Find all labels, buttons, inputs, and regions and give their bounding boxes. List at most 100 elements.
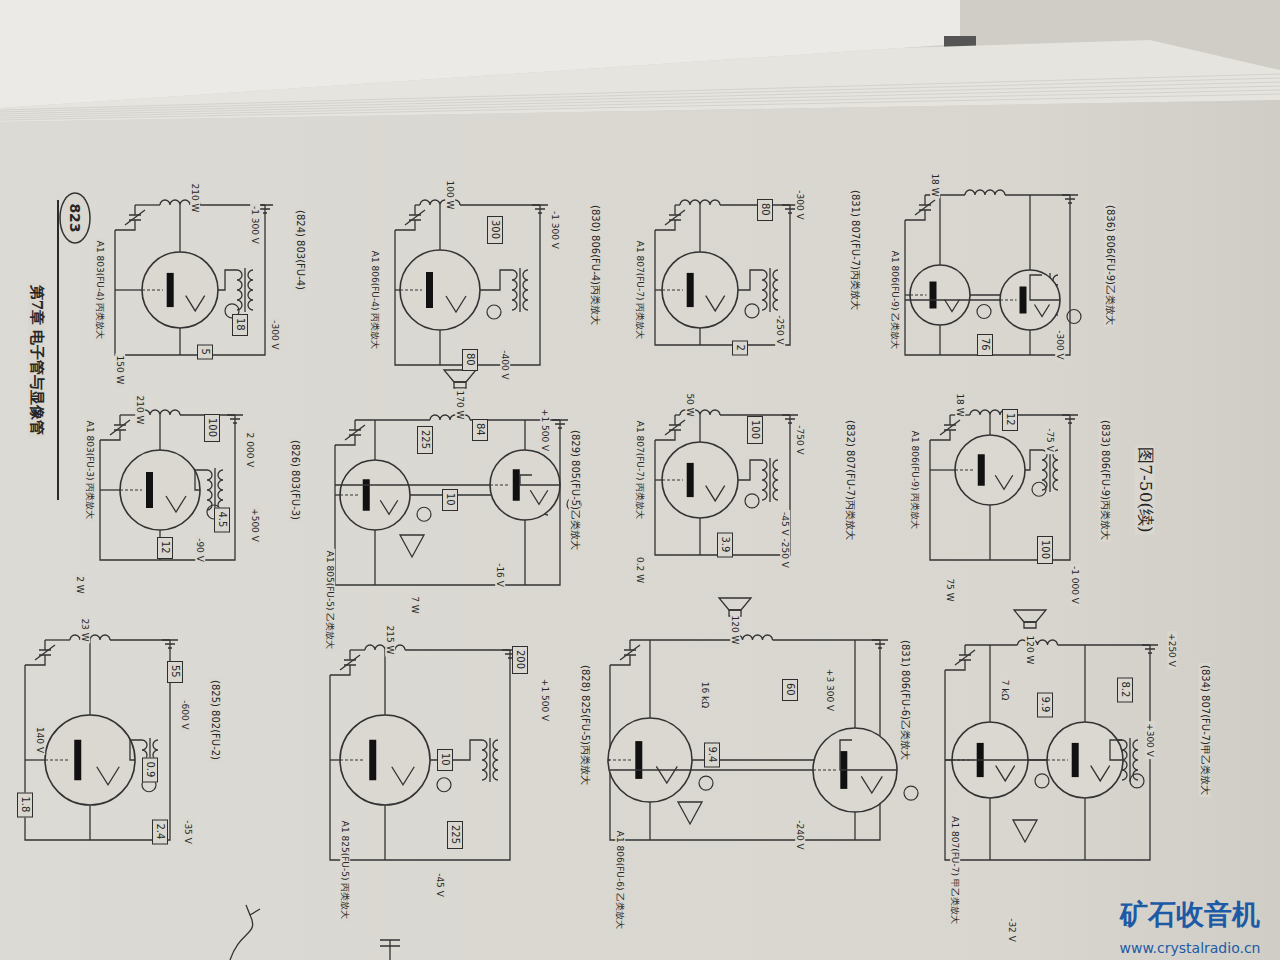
power-label: 0.2 W: [635, 555, 645, 585]
wire: [965, 644, 1018, 645]
figure-caption: 图7-50(续): [1135, 445, 1155, 534]
resistor-value: 18: [235, 318, 247, 331]
driver-triangle: [1013, 820, 1037, 842]
wire: [675, 204, 680, 205]
tube-filament: [706, 296, 725, 311]
meter-symbol: [977, 305, 991, 319]
wire: [1110, 740, 1123, 760]
variable-capacitor: [610, 640, 636, 665]
grid-lead: [330, 759, 340, 760]
cathode-lead: [699, 328, 700, 345]
tube-filament: [656, 766, 677, 783]
resistor-value: 10: [440, 753, 452, 766]
amp-class-label: A1 825(FU-5) 丙类放大: [340, 819, 350, 922]
header-rule: [57, 200, 59, 500]
tube-grid: [662, 290, 683, 291]
meter-symbol: [417, 507, 431, 521]
resistor-value: 9.9: [1040, 697, 1052, 713]
tube-envelope: [1047, 722, 1123, 798]
transformer-coil: [762, 270, 767, 310]
page-number-badge: [60, 193, 90, 243]
page-number: 823: [67, 201, 83, 234]
ground-symbol: [552, 420, 568, 428]
wire: [840, 740, 897, 770]
amp-class-label: A1 807(FU-7) 甲乙类放大: [950, 814, 960, 926]
tube-envelope: [142, 252, 218, 328]
voltage-label: -400 V: [500, 348, 510, 381]
transformer-core: [1129, 738, 1130, 782]
resistor-value-box: 4.5: [214, 508, 230, 533]
circuit-caption: (832) 807(FU-7)丙类放大: [844, 418, 856, 542]
wire: [520, 475, 560, 485]
grid-lead: [930, 469, 955, 470]
wire: [738, 460, 762, 480]
power-label: 18 W: [955, 391, 965, 418]
plate-lead: [1029, 195, 1030, 270]
tube-filament: [995, 475, 1013, 489]
tube-envelope: [400, 250, 480, 330]
tube-envelope: [608, 718, 692, 802]
wire: [335, 420, 560, 585]
resistor-value: 3.9: [720, 537, 732, 553]
voltage-label: -1 300 V: [550, 209, 560, 251]
tube-plate: [1020, 287, 1027, 314]
wire: [130, 740, 142, 760]
tube-filament: [996, 766, 1015, 781]
plate-lead: [649, 640, 650, 718]
tube-envelope: [813, 728, 897, 812]
wire: [405, 649, 510, 650]
variable-capacitor: [335, 420, 361, 445]
amp-class-label: A1 806(FU-6) 乙类放大: [615, 829, 625, 932]
power-label: 100 W: [445, 179, 455, 212]
resistor-value-box: 60: [782, 679, 798, 701]
resistor-value: 55: [170, 665, 182, 678]
watermark: www.crystalradio.cn: [1118, 940, 1263, 956]
transformer-core: [769, 458, 770, 502]
amplifier-circuit: [395, 200, 548, 365]
cathode-lead: [989, 505, 990, 560]
resistance-label: 16 kΩ: [700, 680, 710, 710]
tube-grid: [662, 480, 683, 481]
tube-plate: [687, 463, 694, 497]
meter-symbol: [745, 494, 759, 508]
resistor-value: 8.2: [1120, 682, 1132, 698]
tank-coil: [1018, 640, 1058, 645]
voltage-label: -1 300 V: [250, 204, 260, 246]
tube-plate: [369, 740, 376, 781]
tube-grid: [813, 770, 836, 771]
tank-coil: [680, 200, 720, 205]
voltage-label: -600 V: [180, 698, 190, 731]
plate-lead: [179, 205, 180, 252]
tube-grid: [340, 760, 365, 761]
resistor-value-box: 55: [167, 661, 183, 683]
resistor-value-box: 80: [757, 199, 773, 221]
ground-symbol: [532, 205, 548, 213]
resistor-value-box: 10: [437, 749, 453, 771]
variable-capacitor: [25, 640, 51, 665]
meter-symbol: [1067, 310, 1081, 324]
capacitor-arrow: [665, 210, 685, 225]
wire: [395, 205, 540, 365]
driver-triangle: [678, 802, 702, 824]
plate-lead: [699, 415, 700, 442]
voltage-label: 2 000 V: [245, 431, 255, 470]
tube-filament: [945, 300, 960, 312]
resistor-value: 1.8: [20, 797, 32, 813]
grid-lead: [115, 289, 142, 290]
power-label: 215 W: [385, 624, 395, 657]
capacitor-arrow: [620, 645, 640, 660]
variable-capacitor: [655, 415, 681, 440]
resistor-value: 5: [200, 349, 212, 355]
amp-class-label: A1 803(FU-4) 丙类放大: [95, 239, 105, 342]
tube-grid: [340, 495, 359, 496]
circuit-caption: (834) 807(FU-7)甲乙类放大: [1199, 663, 1211, 797]
transformer-coil: [773, 460, 778, 500]
resistor-value: 225: [420, 430, 432, 449]
wire: [773, 639, 881, 640]
tube-grid: [608, 760, 631, 761]
capacitor-arrow: [110, 420, 130, 435]
circuit-caption: (833) 806(FU-9)丙类放大: [1099, 418, 1111, 542]
capacitor-arrow: [340, 655, 360, 670]
resistor-value-box: 80: [462, 349, 478, 371]
transformer-coil: [1053, 450, 1058, 490]
